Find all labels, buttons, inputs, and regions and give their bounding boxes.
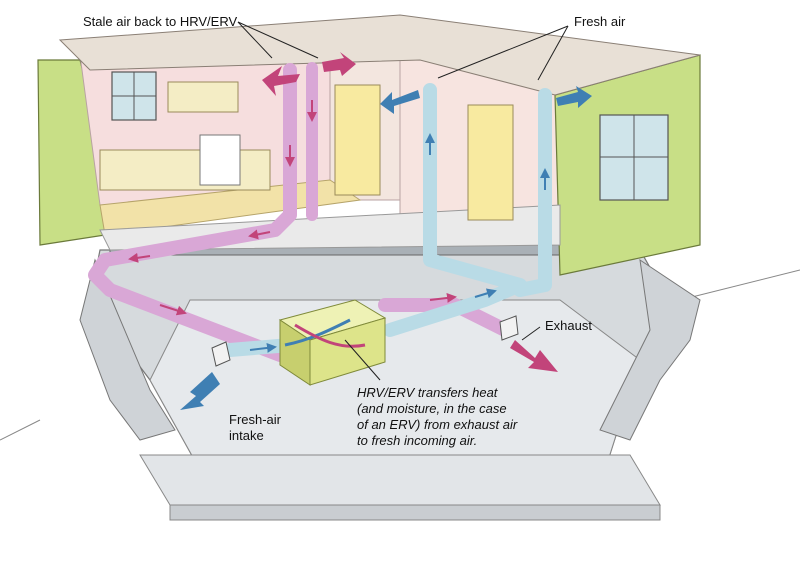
basement-foundation	[79, 239, 701, 521]
label-exhaust: Exhaust	[545, 318, 592, 333]
bathroom-door	[334, 84, 381, 196]
exhaust-hood	[499, 315, 519, 341]
leader-lines	[237, 21, 569, 381]
label-fresh-air: Fresh air	[574, 14, 626, 29]
hrv-desc-line-2: (and moisture, in the case	[357, 401, 507, 416]
exterior-window	[599, 114, 669, 201]
duct-flow-arrows	[128, 100, 550, 353]
kitchen-cabinets	[99, 81, 271, 191]
kitchen-window	[111, 71, 157, 121]
hrv-desc-line-3: of an ERV) from exhaust air	[357, 417, 518, 432]
label-stale-air: Stale air back to HRV/ERV	[83, 14, 238, 29]
label-fresh-air-intake-line1: Fresh-air	[229, 412, 282, 427]
hrv-desc-line-4: to fresh incoming air.	[357, 433, 478, 448]
airflow-arrows	[180, 52, 592, 410]
hrv-erv-unit	[278, 299, 387, 386]
hrv-desc-line-1: HRV/ERV transfers heat	[357, 385, 498, 400]
label-fresh-air-intake-line2: intake	[229, 428, 264, 443]
intake-hood	[211, 341, 231, 367]
bedroom-door	[467, 104, 514, 221]
